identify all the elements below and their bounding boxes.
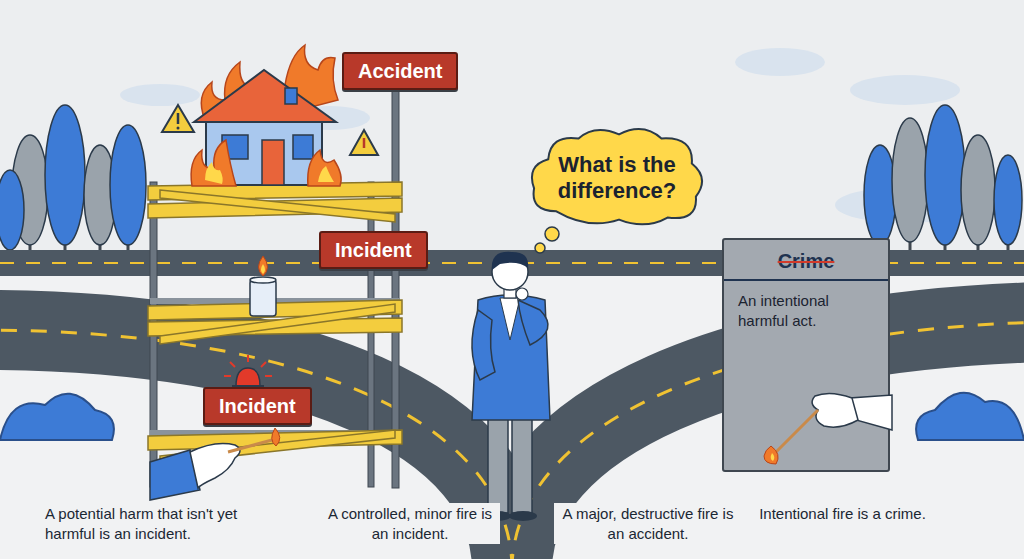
- sky: [850, 75, 960, 105]
- warning-sign: [162, 105, 194, 132]
- hand-with-match: [764, 393, 892, 464]
- scaffold: [150, 58, 400, 488]
- hand-with-match: [272, 428, 280, 446]
- warning-sign: [177, 127, 180, 130]
- thought-dots: [535, 243, 545, 253]
- caution-tape: [148, 182, 402, 464]
- hand-with-match: [150, 428, 280, 500]
- incident-sign: Incident: [319, 231, 428, 269]
- crime-panel: Crime An intentional harmful act.: [722, 238, 890, 472]
- thinking-person: [518, 300, 548, 345]
- alarm-light: [236, 368, 260, 386]
- thinking-person: [472, 252, 550, 521]
- alarm-light: [224, 375, 231, 377]
- hand-with-match: [850, 395, 892, 430]
- alarm-light: [261, 362, 266, 367]
- caution-tape: [160, 304, 395, 344]
- thinking-person: [472, 295, 550, 420]
- burning-house: [293, 135, 313, 159]
- burning-house: [191, 140, 236, 186]
- warning-sign: [162, 105, 378, 155]
- caption-text: Intentional fire is a crime.: [745, 503, 940, 525]
- caution-tape: [160, 190, 395, 222]
- candle: [250, 277, 276, 283]
- bushes: [916, 393, 1024, 440]
- bushes: [0, 394, 114, 440]
- burning-house: [191, 45, 341, 186]
- thinking-person: [509, 511, 537, 521]
- burning-house: [308, 150, 341, 186]
- caption-text: A potential harm that isn't yet harmful …: [42, 503, 287, 544]
- panel-body: An intentional harmful act.: [738, 291, 874, 330]
- burning-house: [194, 70, 336, 122]
- caption-text: A controlled, minor fire is an incident.: [320, 503, 500, 544]
- warning-sign: [177, 113, 180, 124]
- trees: [994, 155, 1022, 245]
- warning-sign: [363, 138, 366, 148]
- incident-sign: Incident: [203, 387, 312, 425]
- road: [0, 330, 512, 559]
- thought-bubble: What is the difference?: [526, 126, 708, 230]
- sky: [735, 48, 825, 76]
- alarm-light: [247, 355, 249, 362]
- trees: [892, 118, 928, 242]
- thinking-person: [512, 418, 532, 513]
- trees: [864, 145, 896, 245]
- bubble-text: What is the difference?: [526, 152, 708, 205]
- thinking-person: [488, 418, 508, 513]
- caption-text: A major, destructive fire is an accident…: [554, 503, 742, 544]
- road: [0, 330, 512, 559]
- thought-dots: [535, 227, 559, 253]
- trees: [925, 105, 965, 245]
- sky: [120, 84, 200, 106]
- burning-house: [285, 88, 297, 104]
- candle: [259, 256, 268, 276]
- accident-sign: Accident: [342, 52, 458, 90]
- hand-with-match: [812, 393, 858, 427]
- burning-house: [285, 45, 338, 110]
- candle: [261, 264, 265, 274]
- trees: [110, 125, 146, 245]
- burning-house: [205, 162, 223, 184]
- thinking-person: [472, 310, 495, 380]
- sign-label: Accident: [358, 60, 442, 82]
- thought-dots: [545, 227, 559, 241]
- alarm-light: [224, 355, 272, 389]
- burning-house: [262, 140, 284, 185]
- cloud-outline: [532, 129, 702, 224]
- hand-with-match: [764, 446, 778, 464]
- alarm-light: [230, 362, 235, 367]
- hand-with-match: [776, 410, 818, 452]
- candle: [250, 280, 276, 316]
- candle: [250, 256, 276, 316]
- thinking-person: [516, 288, 528, 300]
- scaffold: [392, 58, 399, 488]
- alarm-light: [265, 375, 272, 377]
- warning-sign: [350, 130, 378, 155]
- hand-with-match: [771, 453, 775, 461]
- trees: [961, 135, 995, 245]
- trees: [0, 170, 24, 250]
- sign-label: Incident: [219, 395, 296, 417]
- thinking-person: [492, 252, 528, 270]
- sign-label: Incident: [335, 239, 412, 261]
- thinking-person: [500, 298, 520, 340]
- burning-house: [318, 166, 334, 182]
- hand-with-match: [228, 440, 272, 452]
- panel-heading: Crime: [724, 250, 888, 281]
- trees: [45, 105, 85, 245]
